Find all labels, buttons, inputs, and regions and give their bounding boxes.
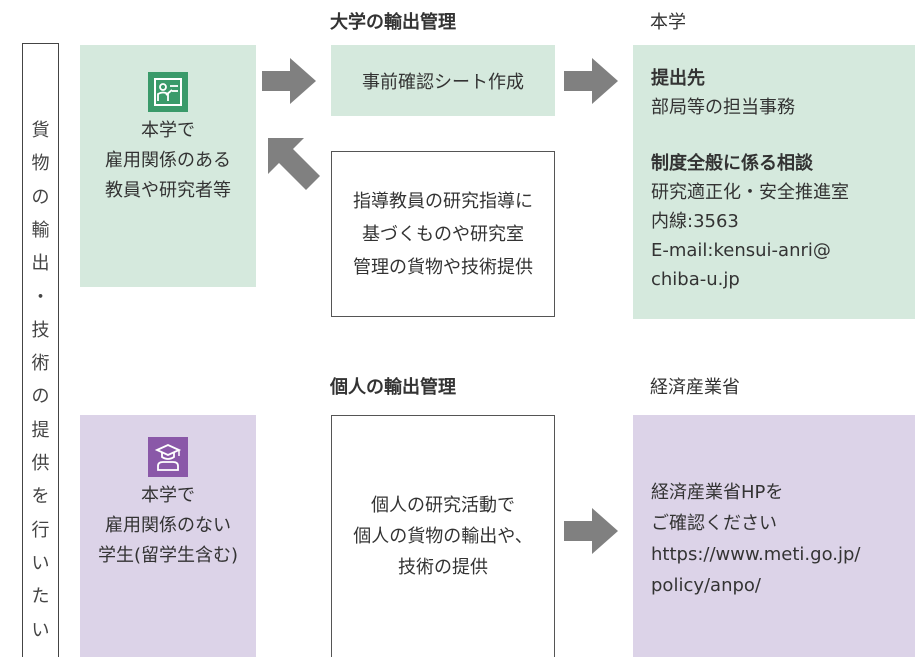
consult-title: 制度全般に係る相談: [651, 153, 813, 174]
personal-export-header: 個人の輸出管理: [330, 377, 456, 398]
vertical-label-char: の: [31, 386, 50, 408]
vertical-label-char: 出: [31, 253, 50, 275]
vertical-label-char: 供: [31, 453, 50, 474]
vertical-label-char: 技: [31, 319, 50, 341]
guidance-box: 指導教員の研究指導に 基づくものや研究室 管理の貨物や技術提供: [331, 151, 555, 317]
personal-box: 個人の研究活動で 個人の貨物の輸出や、 技術の提供: [331, 415, 555, 657]
teacher-icon: [148, 72, 188, 112]
vertical-label-char: 輸: [31, 219, 50, 241]
vertical-label-char: 貨: [31, 120, 50, 141]
vertical-label-char: い: [31, 552, 50, 574]
meti-line-1: 経済産業省HPを: [651, 482, 784, 503]
graduate-icon: [148, 437, 188, 477]
meti-box: 経済産業省HPを ご確認ください https://www.meti.go.jp/…: [633, 415, 915, 657]
vertical-label-char: ・: [31, 286, 50, 308]
not-employed-line-1: 本学で: [141, 485, 195, 506]
meti-line-2: ご確認ください: [651, 513, 777, 534]
consult-line-1: 研究適正化・安全推進室: [651, 182, 849, 203]
meti-header: 経済産業省: [650, 377, 740, 398]
vertical-label-char: 物: [31, 153, 50, 175]
precheck-box: 事前確認シート作成: [331, 45, 555, 116]
consult-line-4: chiba-u.jp: [651, 269, 740, 290]
meti-line-4: policy/anpo/: [651, 575, 761, 596]
arrow-diagonal-to-employed: [268, 138, 320, 190]
guidance-line-2: 基づくものや研究室: [362, 223, 524, 245]
arrow-right-to-meti: [564, 508, 618, 554]
employed-line-2: 雇用関係のある: [105, 150, 231, 171]
vertical-label-char: た: [31, 586, 50, 608]
arrow-right-to-precheck: [262, 58, 316, 104]
guidance-line-1: 指導教員の研究指導に: [353, 190, 533, 212]
guidance-line-3: 管理の貨物や技術提供: [353, 256, 533, 278]
vertical-label-frame: 貨物の輸出・技術の提供を行いたい: [22, 43, 59, 657]
vertical-label-char: 行: [31, 519, 50, 541]
personal-line-3: 技術の提供: [398, 557, 488, 578]
employed-line-1: 本学で: [141, 120, 195, 141]
vertical-label-char: を: [31, 486, 50, 508]
meti-line-3: https://www.meti.go.jp/: [651, 544, 861, 565]
not-employed-box: 本学で 雇用関係のない 学生(留学生含む): [80, 415, 256, 657]
honbu-header: 本学: [650, 12, 686, 33]
vertical-label-char: の: [31, 186, 50, 208]
employed-line-3: 教員や研究者等: [105, 180, 231, 201]
consult-line-2: 内線:3563: [651, 211, 739, 232]
contact-box: 提出先 部局等の担当事務 制度全般に係る相談 研究適正化・安全推進室 内線:35…: [633, 45, 915, 319]
not-employed-line-2: 雇用関係のない: [105, 515, 231, 536]
personal-line-2: 個人の貨物の輸出や、: [353, 526, 533, 547]
arrow-right-to-contact: [564, 58, 618, 104]
vertical-label-char: い: [31, 619, 50, 641]
univ-export-header: 大学の輸出管理: [330, 12, 456, 33]
not-employed-line-3: 学生(留学生含む): [97, 545, 239, 566]
employed-box: 本学で 雇用関係のある 教員や研究者等: [80, 45, 256, 287]
personal-line-1: 個人の研究活動で: [371, 495, 515, 516]
submit-value: 部局等の担当事務: [651, 97, 795, 118]
consult-line-3: E-mail:kensui-anri@: [651, 240, 831, 261]
vertical-label-char: 提: [31, 419, 50, 441]
precheck-label: 事前確認シート作成: [362, 71, 524, 93]
submit-title: 提出先: [651, 68, 705, 89]
vertical-label-char: 術: [31, 353, 50, 375]
